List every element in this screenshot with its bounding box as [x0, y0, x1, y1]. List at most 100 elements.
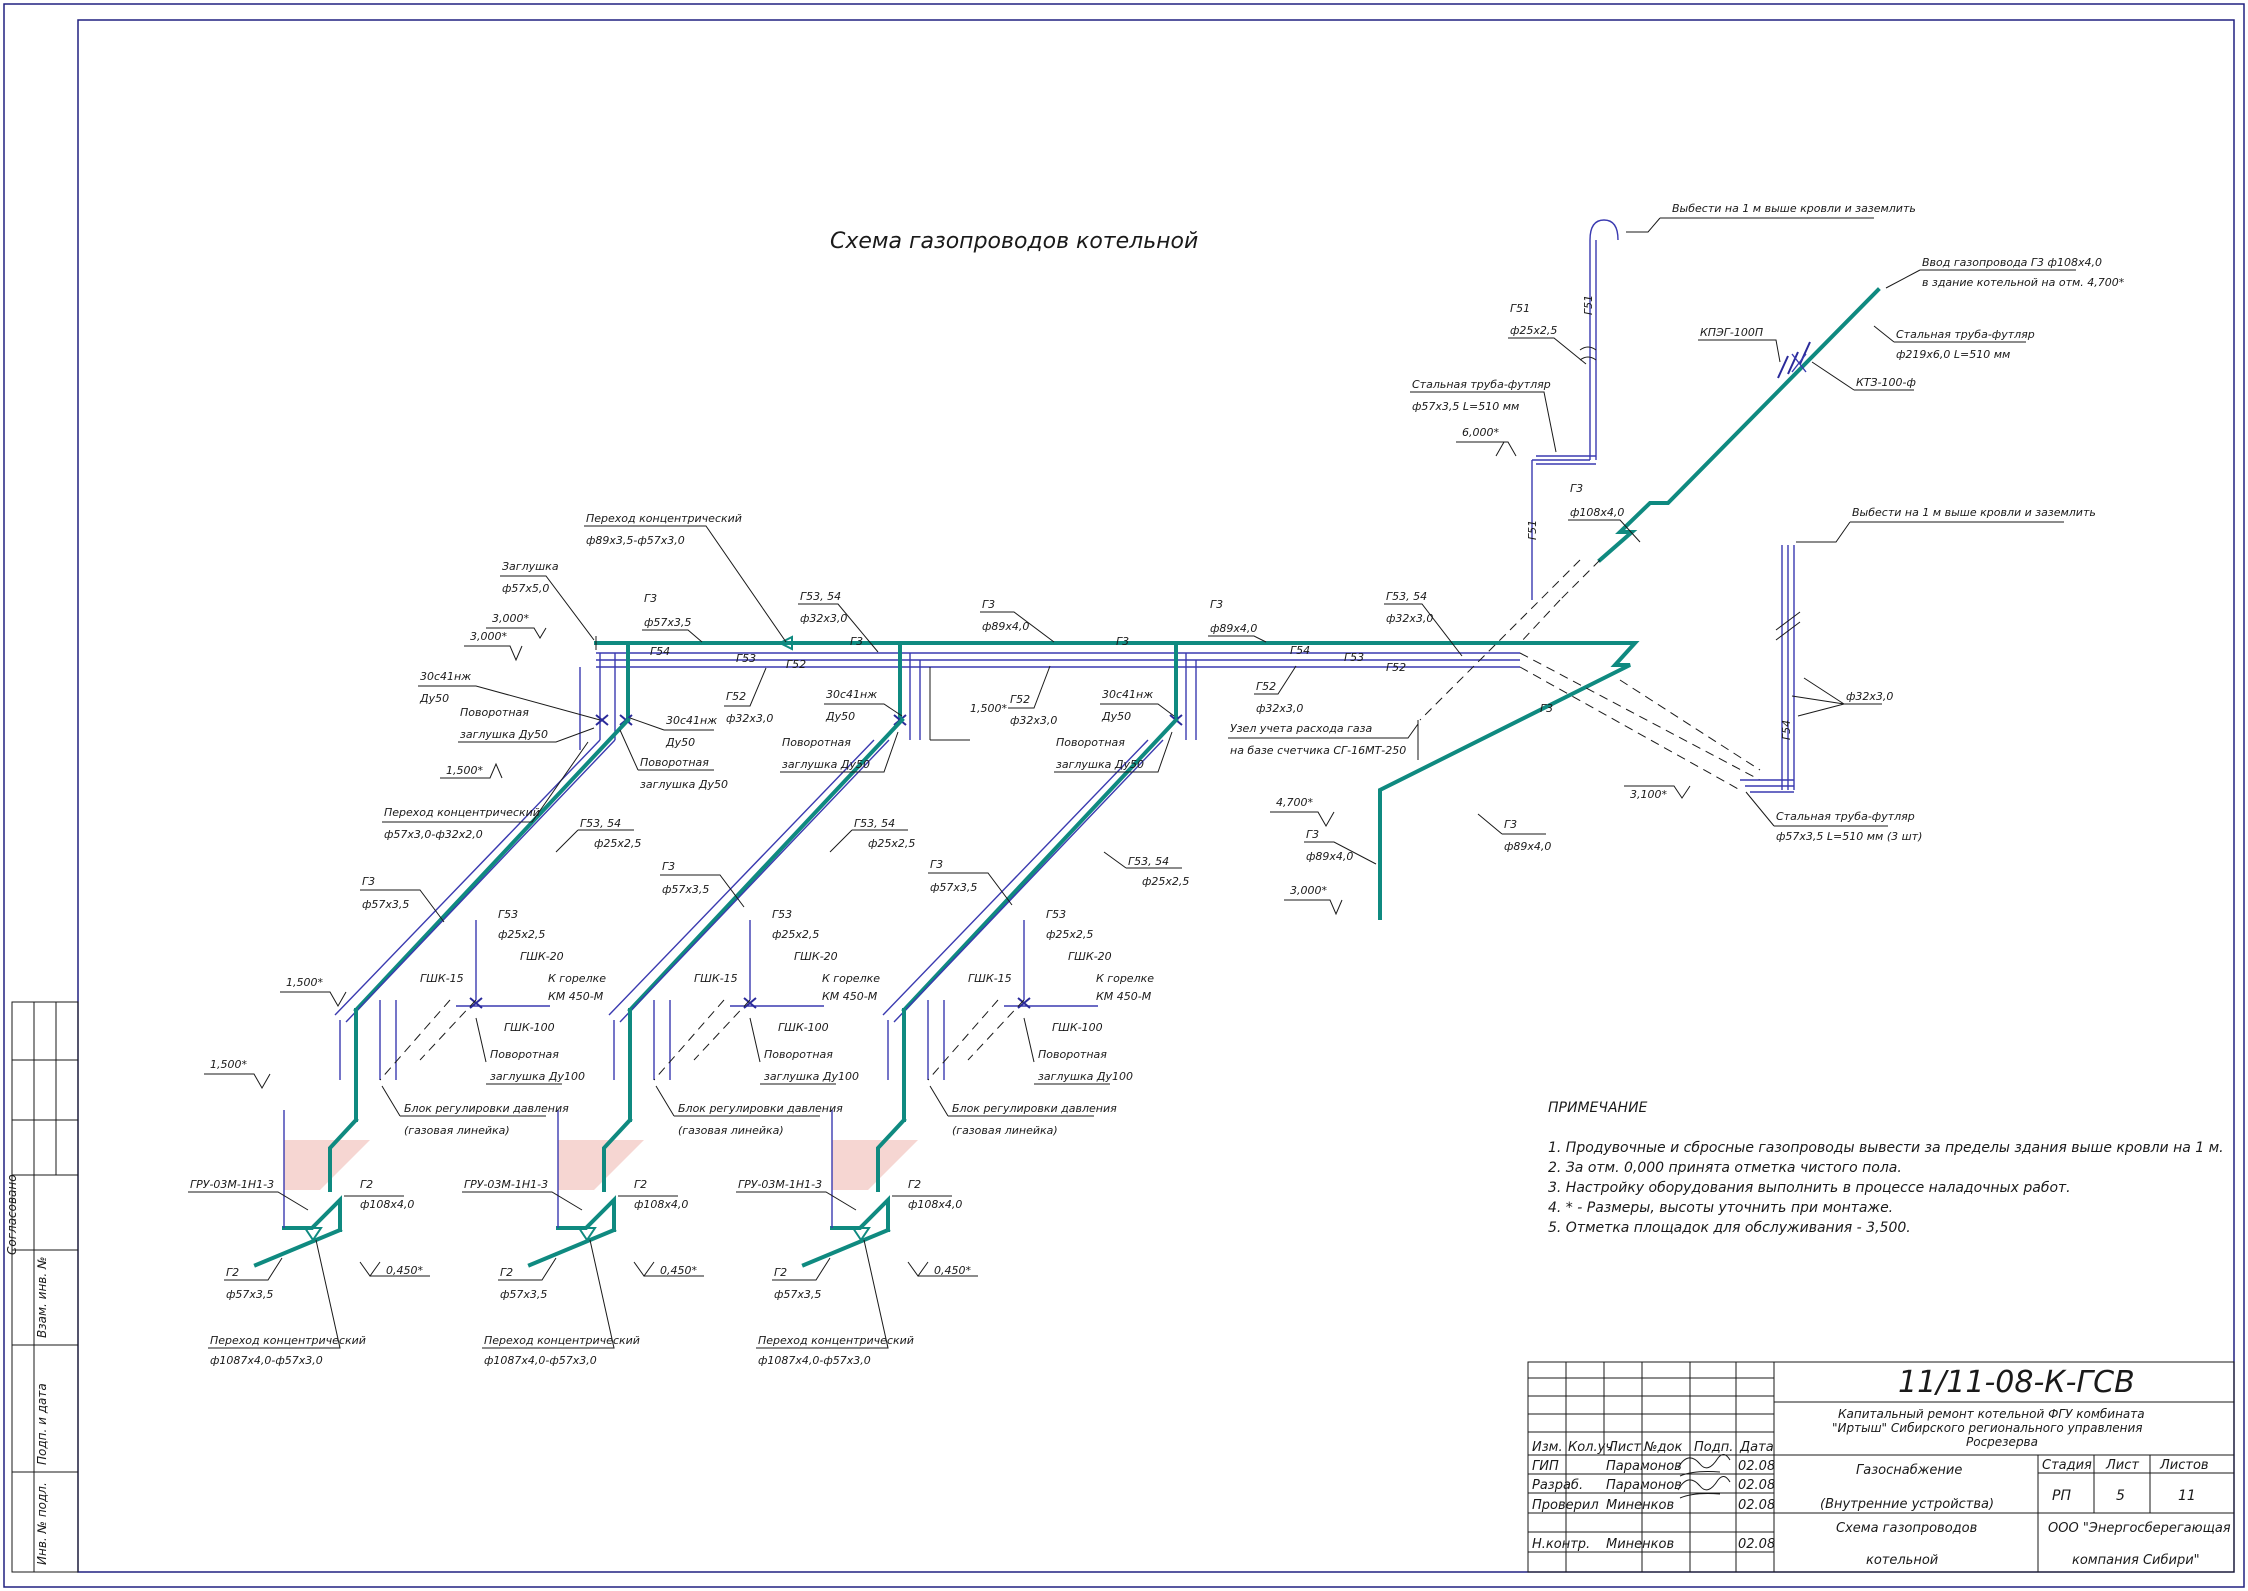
label-g52-a-size: ф32х3,0 [726, 712, 773, 725]
boiler-branch [253, 717, 631, 1268]
branch-reducer-2: ф1087х4,0-ф57х3,0 [758, 1354, 871, 1367]
label-g3-e: Г3 [1504, 818, 1517, 831]
role-ncontr: Н.контр. [1532, 1537, 1590, 1552]
label-g32-right: ф32х3,0 [1846, 690, 1893, 703]
label-sleeve-vent-2: ф57х3,5 L=510 мм [1412, 400, 1519, 413]
note-1: 1. Продувочные и сбросные газопроводы вы… [1548, 1140, 2224, 1156]
role-gip: ГИП [1532, 1459, 1559, 1474]
label-elev-6000: 6,000* [1462, 426, 1499, 439]
label-elev-3000c: 3,000* [1290, 884, 1327, 897]
section-1: Газоснабжение [1856, 1463, 1962, 1478]
branch-gshk20: ГШК-20 [794, 950, 838, 963]
label-reducer-mid-1: Переход концентрический [384, 806, 540, 819]
label-g3-e-size: ф89х4,0 [1504, 840, 1551, 853]
branch-g2: Г2 [634, 1178, 647, 1191]
label-rplug-c2: заглушка Ду50 [782, 758, 870, 771]
label-g51-size: ф25х2,5 [1510, 324, 1557, 337]
name-gip: Парамонов [1606, 1459, 1682, 1474]
label-g52-b-size: ф32х3,0 [1010, 714, 1057, 727]
label-elev-4700: 4,700* [1276, 796, 1313, 809]
main-collector: Г54 Г53 Г52 Г3 Г3 Г54 Г53 Г52 [594, 635, 1522, 674]
branch-labels-1: Г53, 54 ф25х2,5 Г3 ф57х3,5 Г53 ф25х2,5 Г… [462, 817, 915, 1367]
label-rplug-a1: Поворотная [460, 706, 529, 719]
branch-g3: Г3 [662, 860, 675, 873]
pipe-label-g53-b: Г53 [1344, 651, 1364, 664]
label-g52-a: Г52 [726, 690, 746, 703]
note-4: 4. * - Размеры, высоты уточнить при монт… [1548, 1200, 1893, 1216]
branch-gshk15: ГШК-15 [968, 972, 1012, 985]
date-ncontr: 02.08 [1738, 1537, 1775, 1552]
branch-rplug-1: Поворотная [490, 1048, 559, 1061]
drawing-code: 11/11-08-К-ГСВ [1898, 1365, 2135, 1400]
note-2: 2. За отм. 0,000 принята отметка чистого… [1548, 1160, 1902, 1176]
pipe-label-g52: Г52 [786, 658, 806, 671]
sheets-value: 11 [2178, 1488, 2196, 1504]
stage-label: Стадия [2042, 1458, 2092, 1473]
branch-block-1: Блок регулировки давления [952, 1102, 1117, 1115]
col-sign: Подп. [1694, 1440, 1733, 1455]
label-elev-1500c: 1,500* [286, 976, 323, 989]
org-1: ООО "Энергосберегающая [2048, 1521, 2231, 1536]
name-dev: Парамонов [1606, 1478, 1682, 1493]
branch-burner-1: К горелке [548, 972, 606, 985]
label-sleeve-vent-1: Стальная труба-футляр [1412, 378, 1551, 391]
branch-burner-2: КМ 450-М [1096, 990, 1152, 1003]
label-plug-1: Заглушка [502, 560, 559, 573]
org-2: компания Сибири" [2072, 1553, 2200, 1568]
label-valve-c1: 30с41нж [826, 688, 877, 701]
sheet-value: 5 [2116, 1488, 2125, 1504]
sheet-name-2: котельной [1866, 1553, 1938, 1568]
label-vent-top: Выбести на 1 м выше кровли и заземлить [1672, 202, 1916, 215]
pipe-label-g54: Г54 [650, 645, 670, 658]
label-valve-b2: Ду50 [665, 736, 695, 749]
pipe-label-g3-diag: Г3 [1540, 702, 1553, 715]
vent-label-g51: Г51 [1582, 295, 1595, 315]
col-ndoc: №док [1643, 1440, 1682, 1455]
label-sleeve-inlet-2: ф219х6,0 L=510 мм [1896, 348, 2010, 361]
branch-rplug-2: заглушка Ду100 [764, 1070, 859, 1083]
branch-g3-size: ф57х3,5 [930, 881, 977, 894]
label-elev-3000b: 3,000* [470, 630, 507, 643]
label-g52-c-size: ф32х3,0 [1256, 702, 1303, 715]
label-rplug-b1: Поворотная [640, 756, 709, 769]
branch-rplug-1: Поворотная [1038, 1048, 1107, 1061]
label-g3-c: Г3 [1210, 598, 1223, 611]
branch-g53-54: Г53, 54 [580, 817, 621, 830]
stamp-sign-date: Подп. и дата [35, 1383, 49, 1465]
label-g52-b: Г52 [1010, 693, 1030, 706]
date-check: 02.08 [1738, 1498, 1775, 1513]
branch-reducer-1: Переход концентрический [758, 1334, 914, 1347]
note-5: 5. Отметка площадок для обслуживания - 3… [1548, 1220, 1911, 1236]
label-g3-b: Г3 [982, 598, 995, 611]
label-plug-2: ф57х5,0 [502, 582, 549, 595]
label-g53-54-b: Г53, 54 [1386, 590, 1427, 603]
branch-g3-size: ф57х3,5 [662, 883, 709, 896]
branch-g53-54: Г53, 54 [1128, 855, 1169, 868]
label-vent-right: Выбести на 1 м выше кровли и заземлить [1852, 506, 2096, 519]
label-g3-d-size: ф89х4,0 [1306, 850, 1353, 863]
section-2: (Внутренние устройства) [1820, 1497, 1994, 1512]
label-sleeve-right-1: Стальная труба-футляр [1776, 810, 1915, 823]
label-g53-54-a-size: ф32х3,0 [800, 612, 847, 625]
branch-elev: 0,450* [934, 1264, 971, 1277]
branch-block-2: (газовая линейка) [404, 1124, 510, 1137]
branch-elev: 0,450* [660, 1264, 697, 1277]
label-valve-d2: Ду50 [1101, 710, 1131, 723]
label-rplug-a2: заглушка Ду50 [460, 728, 548, 741]
branch-gshk100: ГШК-100 [1052, 1021, 1103, 1034]
upper-labels: Выбести на 1 м выше кровли и заземлить В… [204, 202, 2125, 1090]
label-reducer-mid-2: ф57х3,0-ф32х2,0 [384, 828, 483, 841]
branch-g53-size: ф25х2,5 [772, 928, 819, 941]
branch-g53: Г53 [1046, 908, 1066, 921]
branch-gshk15: ГШК-15 [420, 972, 464, 985]
signature-1 [1677, 1454, 1731, 1477]
signature-2 [1677, 1476, 1731, 1499]
side-stamp: Согласовано Взам. инв. № Подп. и дата Ин… [5, 1001, 79, 1573]
label-sleeve-inlet-1: Стальная труба-футляр [1896, 328, 2035, 341]
stamp-replace: Взам. инв. № [35, 1257, 49, 1338]
branch-gru: ГРУ-03М-1Н1-3 [190, 1178, 274, 1191]
branch-g53-size: ф25х2,5 [1046, 928, 1093, 941]
boiler-branch [527, 717, 905, 1268]
label-g3-riser: Г3 [1570, 482, 1583, 495]
label-elev-1500d: 1,500* [210, 1058, 247, 1071]
